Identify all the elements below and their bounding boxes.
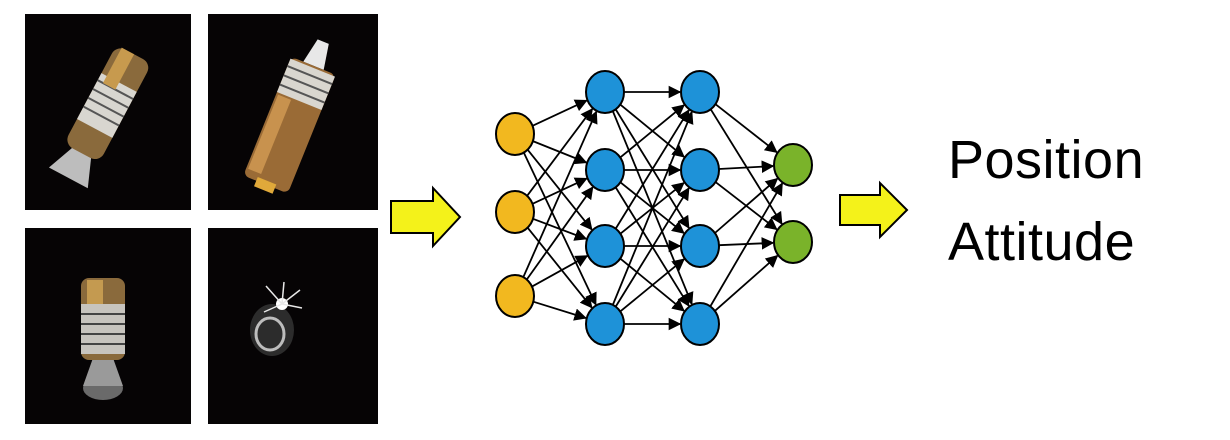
- network-edge: [714, 103, 778, 154]
- input-node: [495, 274, 535, 318]
- network-edge: [522, 110, 598, 278]
- network-edge: [714, 177, 779, 234]
- input-node: [495, 190, 535, 234]
- output-node: [773, 143, 813, 187]
- network-edge: [532, 217, 588, 241]
- input-node: [495, 112, 535, 156]
- spacecraft-image-2: [208, 14, 378, 210]
- hidden-node: [680, 302, 720, 346]
- hidden-node: [680, 148, 720, 192]
- hidden-node: [680, 70, 720, 114]
- network-edge: [531, 255, 589, 288]
- network-edge: [619, 104, 685, 159]
- network-edge: [714, 254, 779, 312]
- spacecraft-image-3: [25, 228, 191, 424]
- network-edge: [614, 187, 690, 308]
- input-arrow-icon: [390, 185, 462, 249]
- hidden-node: [585, 148, 625, 192]
- network-edge: [532, 177, 588, 205]
- hidden-node: [680, 224, 720, 268]
- network-edge: [619, 258, 685, 313]
- hidden-node: [585, 224, 625, 268]
- spacecraft-image-4: [208, 228, 378, 424]
- network-edge: [526, 227, 593, 309]
- network-edge: [533, 300, 587, 321]
- network-edge: [612, 110, 694, 306]
- hidden-node: [585, 302, 625, 346]
- output-label-position: Position: [948, 130, 1145, 190]
- network-edge: [614, 109, 690, 230]
- spacecraft-image-1: [25, 14, 191, 210]
- output-arrow-icon: [839, 180, 909, 240]
- network-edge: [526, 107, 594, 197]
- network-edge: [709, 182, 783, 307]
- network-edge: [718, 160, 775, 173]
- output-node: [773, 220, 813, 264]
- hidden-node: [585, 70, 625, 114]
- network-edge: [532, 99, 588, 127]
- output-label-attitude: Attitude: [948, 212, 1136, 272]
- network-edge: [526, 149, 593, 231]
- network-edge: [526, 186, 594, 281]
